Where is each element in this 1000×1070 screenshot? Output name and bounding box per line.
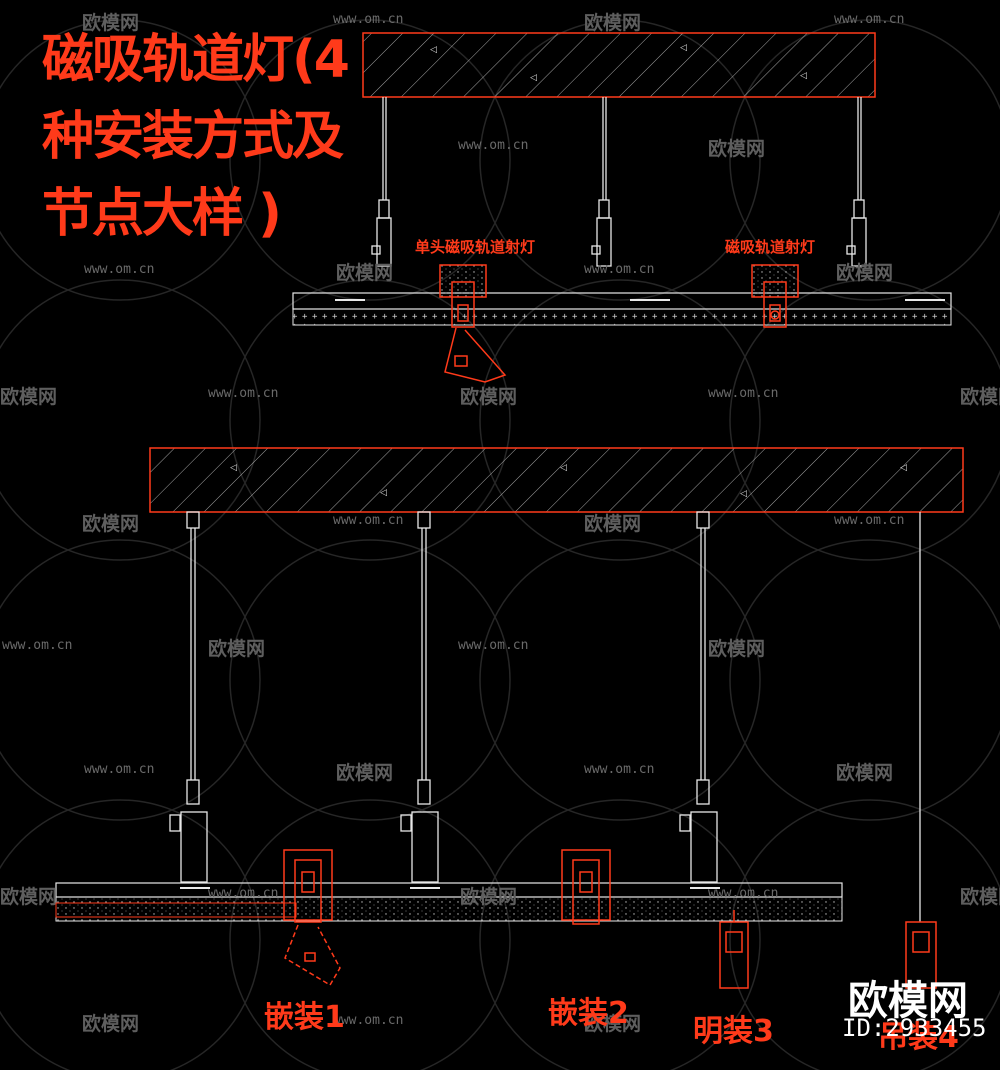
watermark-brand: 欧模网 bbox=[208, 638, 266, 660]
watermark-brand: 欧模网 bbox=[460, 386, 518, 408]
svg-text:◁: ◁ bbox=[900, 463, 907, 473]
watermark-brand: 欧模网 bbox=[336, 762, 394, 784]
watermark-url: www.om.cn bbox=[584, 262, 655, 277]
watermark-url: www.om.cn bbox=[458, 638, 529, 653]
top-track-2 bbox=[751, 264, 799, 328]
watermark-url: www.om.cn bbox=[333, 1013, 404, 1028]
watermark-url: www.om.cn bbox=[708, 886, 779, 901]
watermark-brand: 欧模网 bbox=[460, 886, 518, 908]
svg-text:◁: ◁ bbox=[740, 489, 747, 499]
watermark-brand: 欧模网 bbox=[708, 138, 766, 160]
watermark-brand: 欧模网 bbox=[82, 1013, 140, 1035]
watermark-brand: 欧模网 bbox=[0, 386, 58, 408]
svg-text:◁: ◁ bbox=[530, 73, 537, 83]
embed-1-fixture bbox=[283, 849, 341, 987]
svg-text:◁: ◁ bbox=[800, 71, 807, 81]
watermark-brand: 欧模网 bbox=[0, 886, 58, 908]
watermark-circles bbox=[0, 19, 1000, 1070]
watermark-url: www.om.cn bbox=[333, 513, 404, 528]
watermark-brand: 欧模网 bbox=[82, 513, 140, 535]
svg-text:◁: ◁ bbox=[680, 43, 687, 53]
label-surface-3: 明装3 bbox=[693, 1014, 774, 1049]
label-pendant-4: 吊装4 bbox=[878, 1020, 959, 1055]
watermark-brand: 欧模网 bbox=[836, 262, 894, 284]
watermark-brand: 欧模网 bbox=[960, 886, 1000, 908]
label-embed-1: 嵌装1 bbox=[264, 1000, 345, 1035]
watermark-url: www.om.cn bbox=[84, 262, 155, 277]
watermark-url: www.om.cn bbox=[208, 386, 279, 401]
brand-id: ID:2933455 bbox=[842, 1014, 987, 1042]
watermark-brand: 欧模网 bbox=[584, 12, 642, 34]
page-title: 磁吸轨道灯(4种安装方式及节点大样 ) bbox=[42, 30, 350, 244]
watermark-url: www.om.cn bbox=[2, 638, 73, 653]
watermark-url: www.om.cn bbox=[458, 138, 529, 153]
embed-2-fixture bbox=[561, 849, 611, 925]
watermark-brand: 欧模网 bbox=[960, 386, 1000, 408]
top-track-1 bbox=[439, 264, 507, 383]
pendant-4-fixture bbox=[905, 921, 937, 989]
svg-text:◁: ◁ bbox=[560, 463, 567, 473]
watermark-url: www.om.cn bbox=[333, 12, 404, 27]
bottom-ceiling bbox=[55, 882, 843, 922]
watermark-brand: 欧模网 bbox=[336, 262, 394, 284]
watermark-url: www.om.cn bbox=[834, 513, 905, 528]
label-embed-2: 嵌装2 bbox=[548, 996, 629, 1031]
bottom-hangers bbox=[169, 511, 921, 922]
watermark-brand: 欧模网 bbox=[584, 1013, 642, 1035]
svg-text:◁: ◁ bbox=[430, 45, 437, 55]
bottom-slab: ◁ ◁ ◁ ◁ ◁ bbox=[149, 447, 964, 513]
top-slab: ◁ ◁ ◁ ◁ bbox=[362, 32, 876, 98]
watermark-url: www.om.cn bbox=[834, 12, 905, 27]
watermark-url: www.om.cn bbox=[208, 886, 279, 901]
label-track-spotlight: 磁吸轨道射灯 bbox=[725, 238, 816, 256]
watermark-url: www.om.cn bbox=[84, 762, 155, 777]
svg-text:◁: ◁ bbox=[230, 463, 237, 473]
watermark-brand: 欧模网 bbox=[708, 638, 766, 660]
watermark-brand: 欧模网 bbox=[82, 12, 140, 34]
watermark-brand: 欧模网 bbox=[584, 513, 642, 535]
watermark-url: www.om.cn bbox=[708, 386, 779, 401]
top-hangers bbox=[371, 97, 867, 267]
label-single-head-spotlight: 单头磁吸轨道射灯 bbox=[415, 238, 536, 256]
watermark-brand: 欧模网 bbox=[836, 762, 894, 784]
svg-text:◁: ◁ bbox=[380, 488, 387, 498]
watermark-url: www.om.cn bbox=[584, 762, 655, 777]
surface-3-fixture bbox=[719, 910, 749, 989]
brand-logo: 欧模网 bbox=[848, 978, 968, 1024]
